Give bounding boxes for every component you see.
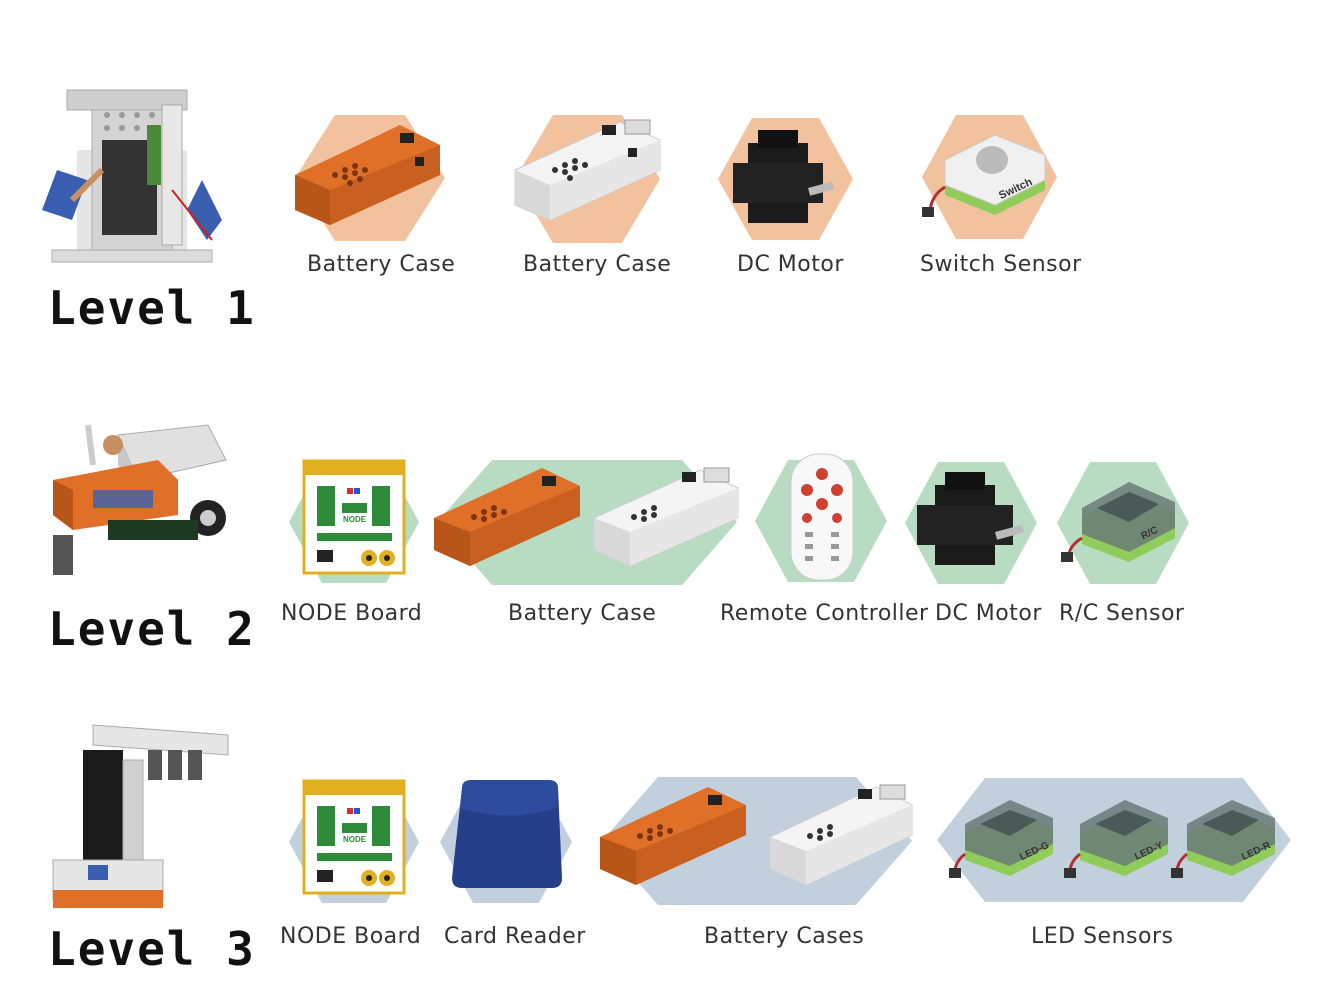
part-node-board: NODE — [287, 778, 422, 906]
part-remote-controller — [755, 452, 890, 584]
part-label: Remote Controller — [720, 601, 929, 626]
part-battery-case-orange — [290, 115, 450, 245]
part-label: Battery Case — [307, 252, 456, 277]
level-1-section: Level 1 Battery Case — [0, 0, 1334, 340]
part-led-sensors: LED-G LED-Y LED-R — [935, 778, 1293, 904]
node-board-icon — [302, 459, 406, 575]
dc-motor-icon — [733, 130, 835, 223]
orange-battery-case-icon — [295, 125, 440, 225]
level-3-title: Level 3 — [48, 922, 256, 976]
part-label: Switch Sensor — [920, 252, 1082, 277]
humanoid-robot-icon — [22, 80, 227, 270]
part-label: DC Motor — [935, 601, 1042, 626]
part-label: Battery Case — [508, 601, 657, 626]
part-label: Battery Cases — [704, 924, 865, 949]
part-rc-sensor: R/C — [1057, 460, 1192, 585]
part-label: NODE Board — [281, 601, 423, 626]
white-battery-case-icon — [514, 119, 661, 221]
rc-sensor-icon — [1061, 482, 1175, 562]
battery-cases-icon — [434, 467, 739, 567]
node-board-icon — [302, 779, 406, 895]
part-switch-sensor: Switch — [920, 115, 1060, 243]
part-battery-cases — [598, 773, 916, 905]
node-board-text: NODE — [343, 835, 367, 844]
car-robot-icon — [48, 420, 230, 580]
part-card-reader — [440, 778, 575, 906]
led-sensor-yellow-icon — [1064, 800, 1168, 878]
led-sensor-red-icon — [1171, 800, 1275, 878]
part-label: Battery Case — [523, 252, 672, 277]
part-dc-motor — [905, 460, 1040, 585]
crane-robot-icon — [48, 720, 230, 915]
level-1-title: Level 1 — [48, 281, 256, 335]
part-battery-cases — [432, 458, 742, 586]
level-2-section: Level 2 NODE NODE Board — [48, 420, 1192, 656]
card-reader-icon — [452, 780, 562, 888]
part-battery-case-white — [510, 110, 665, 245]
dc-motor-icon — [917, 472, 1025, 565]
switch-sensor-icon — [922, 134, 1046, 217]
remote-controller-icon — [790, 453, 854, 581]
part-label: Card Reader — [444, 924, 586, 949]
node-board-text: NODE — [343, 515, 367, 524]
part-node-board: NODE — [287, 458, 422, 586]
part-label: LED Sensors — [1031, 924, 1174, 949]
part-label: R/C Sensor — [1059, 601, 1185, 626]
led-sensor-green-icon — [949, 800, 1053, 878]
level-2-title: Level 2 — [48, 602, 256, 656]
part-label: NODE Board — [280, 924, 422, 949]
part-label: DC Motor — [737, 252, 844, 277]
led-sensors-icon — [949, 800, 1275, 878]
part-dc-motor — [718, 118, 853, 243]
battery-cases-icon — [600, 784, 913, 886]
